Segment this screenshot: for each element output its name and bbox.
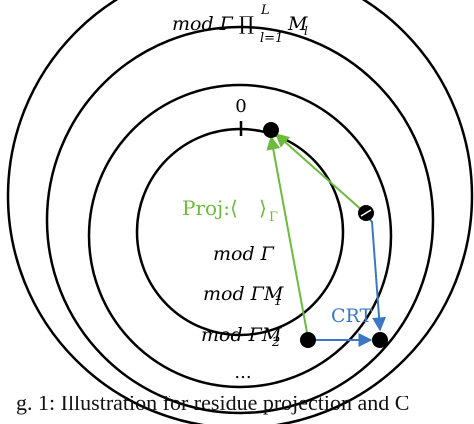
label-mod-gamma-m2: mod ΓM 2 — [201, 324, 282, 350]
projection-label-prefix: Proj:⟨ — [182, 196, 238, 220]
label-ellipsis: ... — [234, 362, 251, 383]
outer-mod-m: M — [287, 13, 308, 35]
point-mod-gamma-m2 — [300, 332, 316, 348]
projection-arrow-from-mod-gamma-m1 — [274, 133, 365, 213]
outer-mod-label: mod Γ ∏ L l=1 M l — [172, 3, 308, 46]
point-mod-gamma — [263, 122, 279, 138]
figure-caption-text: g. 1: Illustration for residue projectio… — [16, 396, 410, 415]
label-mod-gamma-m1-text: mod ΓM — [203, 283, 284, 305]
label-mod-gamma-m2-text: mod ΓM — [201, 324, 282, 346]
point-outermost — [372, 332, 388, 348]
ring-outermost — [6, 0, 474, 424]
label-mod-gamma-m1-sub: 1 — [274, 294, 282, 309]
ring-mod-gamma-m2 — [45, 25, 435, 415]
figure-caption: g. 1: Illustration for residue projectio… — [0, 396, 474, 424]
label-crt: CRT — [331, 305, 373, 327]
label-mod-gamma: mod Γ — [213, 243, 275, 265]
label-mod-gamma-m1: mod ΓM 1 — [203, 283, 284, 309]
outer-mod-text: mod Γ ∏ — [172, 13, 254, 35]
outer-mod-m-sub: l — [304, 24, 308, 38]
label-mod-gamma-m2-sub: 2 — [271, 335, 280, 350]
projection-arrows — [266, 133, 365, 339]
zero-label: 0 — [235, 96, 246, 117]
outer-mod-sub: l=1 — [260, 31, 283, 46]
concentric-rings — [6, 0, 474, 424]
projection-label: Proj:⟨ ⟩ Γ — [182, 196, 278, 225]
ring-mod-gamma-m1 — [87, 83, 393, 389]
projection-label-sub: Γ — [269, 210, 278, 225]
point-tick-mod-gamma-m1 — [360, 209, 372, 217]
outer-mod-sup: L — [260, 3, 270, 18]
projection-arrow-from-mod-gamma-m2 — [266, 135, 309, 339]
projection-label-suffix: ⟩ — [259, 196, 267, 220]
